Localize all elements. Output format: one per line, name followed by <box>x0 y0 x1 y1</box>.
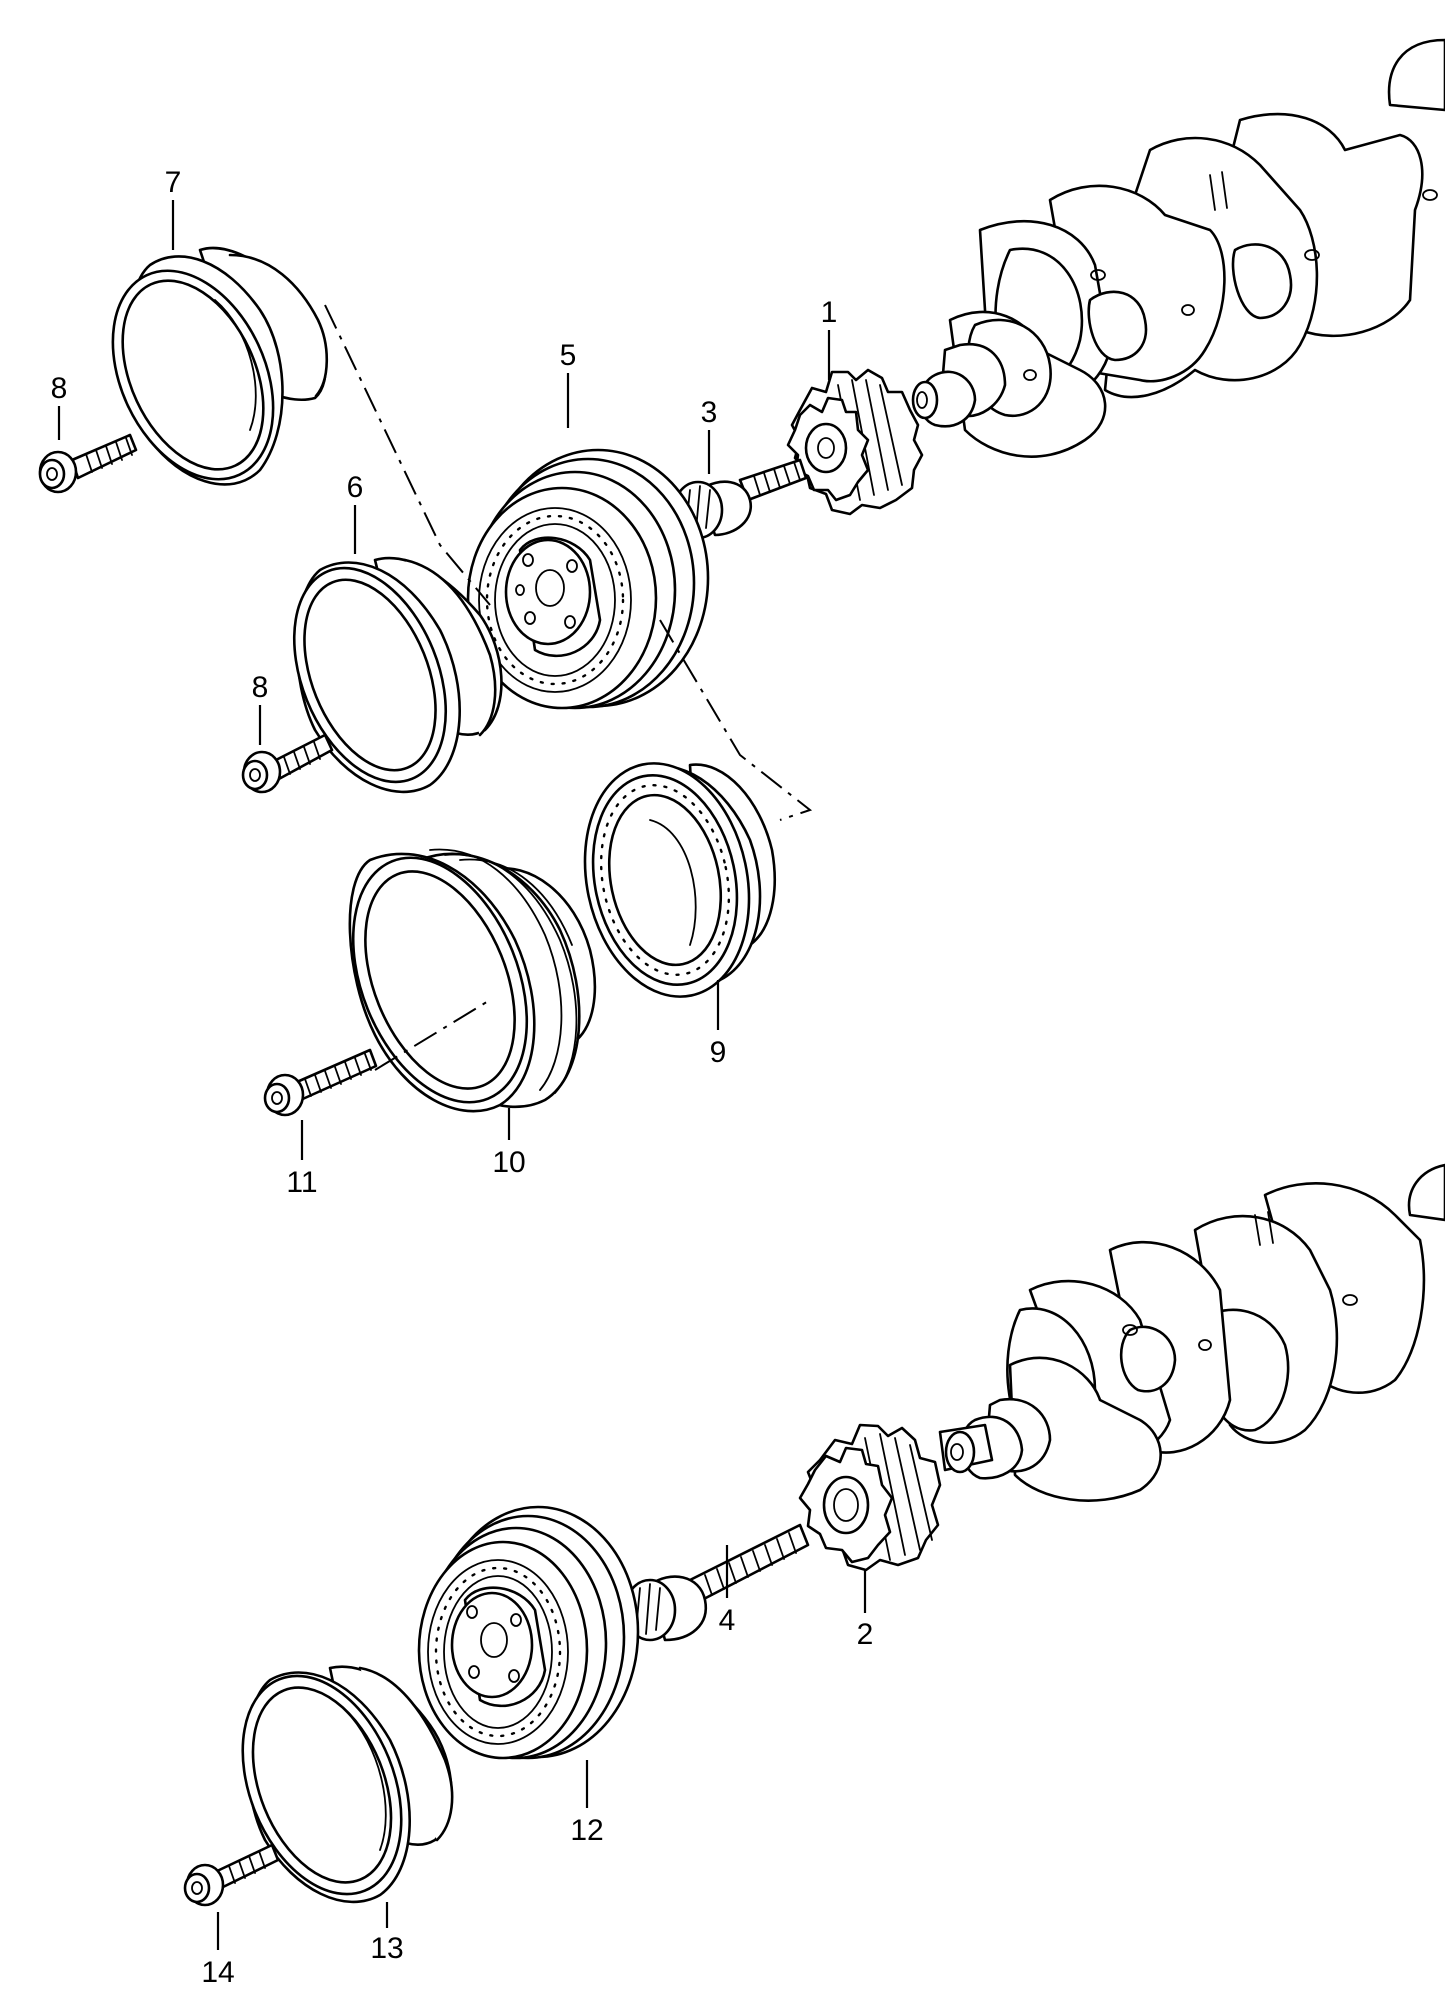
callout-2: 2 <box>857 1618 874 1651</box>
belt-pulley-part13 <box>241 1665 454 1904</box>
pulley-upper <box>466 448 710 710</box>
callout-1: 1 <box>821 296 838 329</box>
callout-6: 6 <box>347 471 364 504</box>
belt-pulley-part7 <box>111 246 329 486</box>
callout-14: 14 <box>201 1956 234 1989</box>
bolt-part8-upper <box>38 433 138 494</box>
callout-8-upper: 8 <box>51 372 68 405</box>
callout-4: 4 <box>719 1604 736 1637</box>
timing-gear-lower <box>798 1423 942 1572</box>
bolt-lower <box>623 1523 810 1642</box>
crankshaft-lower <box>938 1163 1445 1502</box>
callout-12: 12 <box>570 1814 603 1847</box>
callout-11: 11 <box>286 1166 317 1199</box>
leader-lines <box>57 200 867 1950</box>
bolt-upper <box>672 458 808 540</box>
assembly-lines-upper <box>324 304 813 1071</box>
callout-13: 13 <box>370 1932 403 1965</box>
callout-9: 9 <box>710 1036 727 1069</box>
bolt-part14 <box>183 1843 280 1907</box>
bolt-part11 <box>263 1048 378 1117</box>
crankshaft-upper <box>911 38 1445 458</box>
callout-labels: 1 2 3 4 5 6 7 8 8 9 10 11 12 13 14 <box>51 166 874 1989</box>
callout-10: 10 <box>492 1146 525 1179</box>
pulley-part6 <box>292 556 503 794</box>
pulley-lower <box>417 1505 640 1760</box>
callout-7: 7 <box>165 166 182 199</box>
callout-3: 3 <box>701 396 718 429</box>
pulley-part10 <box>348 848 597 1113</box>
bolt-part8-lower <box>241 733 334 794</box>
timing-gear-upper <box>786 368 924 516</box>
callout-5: 5 <box>560 339 577 372</box>
damper-part9 <box>583 762 776 998</box>
callout-8-lower: 8 <box>252 671 269 704</box>
